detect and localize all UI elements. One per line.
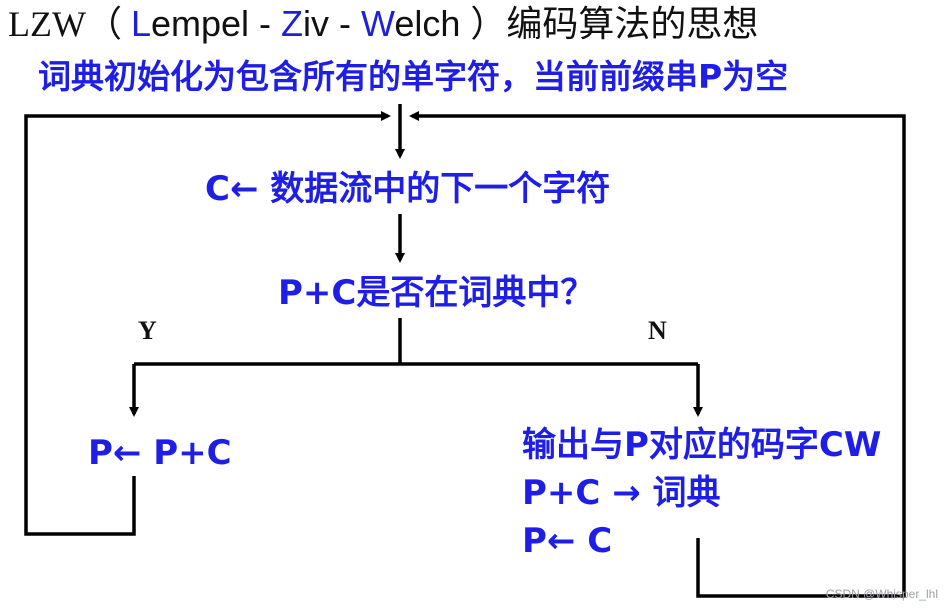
title-lempel: empel -: [151, 3, 282, 44]
title-prefix: LZW（: [8, 4, 131, 44]
no-step-output: 输出与P对应的码字CW: [522, 425, 882, 465]
yes-label: Y: [138, 316, 157, 345]
title-welch: elch ）: [394, 3, 507, 44]
diagram-title: LZW（ Lempel - Ziv - Welch ）编码算法的思想: [8, 6, 758, 43]
title-letter-l: L: [130, 3, 151, 44]
title-ziv: iv -: [303, 3, 362, 44]
no-step-assign: P← C: [522, 521, 613, 561]
decision-text: P+C是否在词典中？: [278, 273, 595, 313]
yes-step: P← P+C: [88, 433, 232, 473]
loop-no: [409, 111, 906, 598]
init-text: 词典初始化为包含所有的单字符，当前前缀串P为空: [38, 57, 789, 96]
watermark: CSDN @Whisper_lhl: [825, 587, 938, 601]
title-suffix: 编码算法的思想: [506, 4, 759, 44]
title-letter-w: W: [361, 3, 395, 44]
loop-yes: [24, 111, 391, 536]
no-step-add: P+C → 词典: [522, 473, 721, 513]
read-step: C← 数据流中的下一个字符: [205, 169, 611, 209]
no-label: N: [648, 316, 667, 345]
title-letter-z: Z: [281, 3, 304, 44]
